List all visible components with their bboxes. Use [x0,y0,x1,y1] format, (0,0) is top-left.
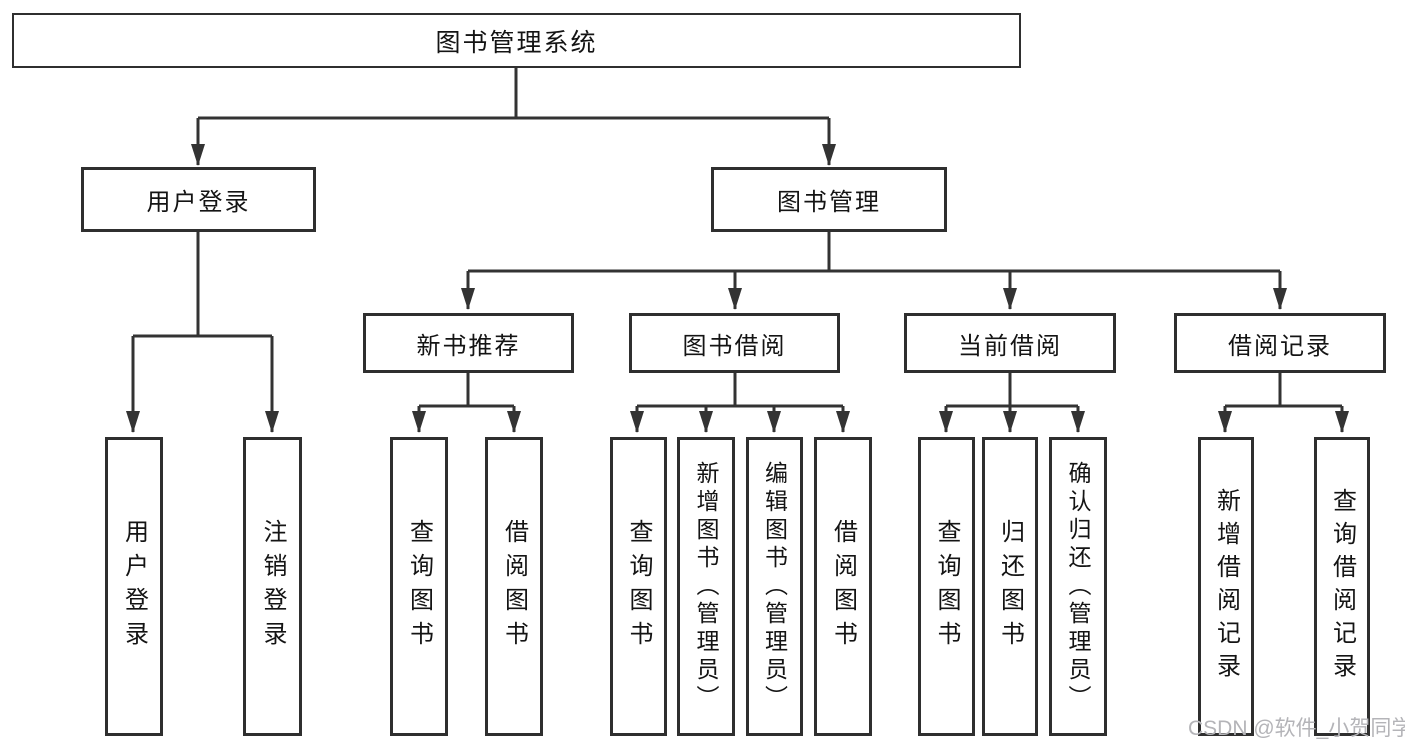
leaf-current-return-books: 归还图书 [982,437,1038,736]
csdn-watermark: CSDN @软件_小贺同学 [1188,717,1405,740]
tree-trunk-lines [133,68,1342,408]
leaf-records-query-record: 查询借阅记录 [1314,437,1370,736]
leaf-logout: 注销登录 [243,437,302,736]
leaf-newbook-query-books-label: 查询图书 [405,518,433,655]
node-book-management: 图书管理 [711,167,947,232]
leaf-records-add-record-label: 新增借阅记录 [1212,487,1240,686]
leaf-current-query-books-label: 查询图书 [933,518,960,655]
leaf-current-confirm-return-admin-label: 确认归还（管理员） [1065,460,1091,713]
node-current-borrowing: 当前借阅 [904,313,1116,373]
leaf-borrow-borrow-books: 借阅图书 [814,437,872,736]
leaf-current-return-books-label: 归还图书 [996,518,1024,655]
leaf-user-login: 用户登录 [105,437,163,736]
leaf-borrow-add-books-admin: 新增图书（管理员） [677,437,735,736]
node-system-root: 图书管理系统 [12,13,1021,68]
leaf-borrow-borrow-books-label: 借阅图书 [829,518,857,655]
leaf-records-add-record: 新增借阅记录 [1198,437,1254,736]
leaf-newbook-borrow-books-label: 借阅图书 [500,518,528,655]
leaf-newbook-borrow-books: 借阅图书 [485,437,543,736]
leaf-current-query-books: 查询图书 [918,437,975,736]
leaf-borrow-query-books: 查询图书 [610,437,667,736]
leaf-borrow-edit-books-admin-label: 编辑图书（管理员） [761,460,788,713]
leaf-user-login-label: 用户登录 [120,518,148,655]
leaf-current-confirm-return-admin: 确认归还（管理员） [1049,437,1107,736]
node-borrowing-records: 借阅记录 [1174,313,1386,373]
leaf-records-query-record-label: 查询借阅记录 [1328,487,1356,686]
node-new-book-recommend: 新书推荐 [363,313,574,373]
leaf-borrow-edit-books-admin: 编辑图书（管理员） [746,437,803,736]
node-user-login: 用户登录 [81,167,316,232]
leaf-newbook-query-books: 查询图书 [390,437,448,736]
leaf-borrow-query-books-label: 查询图书 [625,518,652,655]
node-book-borrowing: 图书借阅 [629,313,840,373]
leaf-logout-label: 注销登录 [259,518,286,655]
leaf-borrow-add-books-admin-label: 新增图书（管理员） [693,460,719,713]
